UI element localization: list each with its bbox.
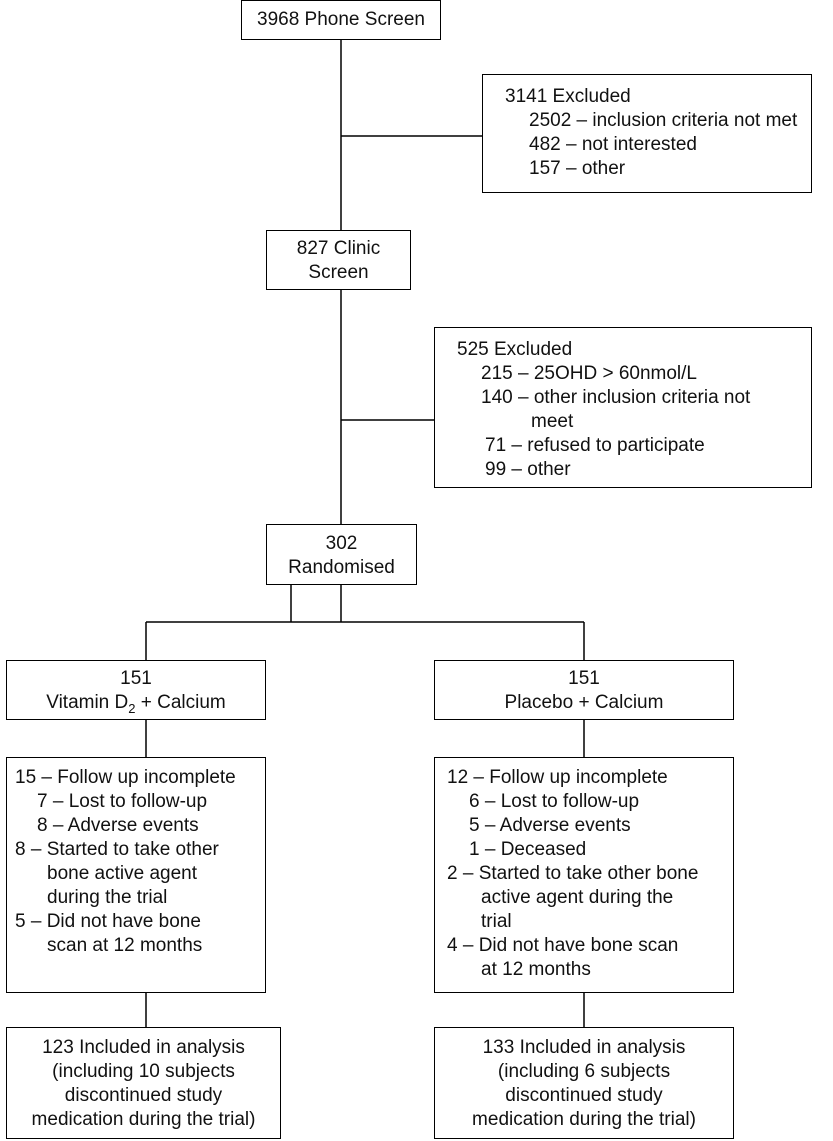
- followup-right-item: trial: [481, 911, 512, 932]
- excluded-clinic-item: 71 – refused to participate: [485, 435, 705, 456]
- excluded-phone-title: 3141 Excluded: [505, 86, 631, 107]
- followup-left-item: 15 – Follow up incomplete: [15, 767, 236, 788]
- analysis-right-line: discontinued study: [505, 1085, 663, 1106]
- excluded-phone-item: 157 – other: [529, 158, 626, 179]
- excluded-clinic-item: 140 – other inclusion criteria not: [481, 387, 751, 408]
- followup-right-item: 5 – Adverse events: [469, 815, 631, 836]
- excluded-clinic-item: 215 – 25OHD > 60nmol/L: [481, 363, 697, 384]
- analysis-right-line: 133 Included in analysis: [482, 1037, 686, 1058]
- analysis-left-line: (including 10 subjects: [52, 1061, 235, 1082]
- analysis-placebo-box: 133 Included in analysis (including 6 su…: [434, 1027, 734, 1139]
- excluded-phone-item: 482 – not interested: [529, 134, 697, 155]
- followup-vitamin-d-box: 15 – Follow up incomplete 7 – Lost to fo…: [6, 757, 266, 993]
- excluded-clinic-item: meet: [531, 411, 574, 432]
- arm-placebo-box: 151 Placebo + Calcium: [434, 660, 734, 720]
- followup-left-item: 5 – Did not have bone: [15, 911, 201, 932]
- phone-screen-box: 3968 Phone Screen: [241, 0, 441, 40]
- phone-screen-label: 3968 Phone Screen: [257, 9, 425, 30]
- analysis-left-line: 123 Included in analysis: [42, 1037, 245, 1058]
- randomised-box: 302 Randomised: [266, 524, 417, 585]
- followup-right-item: 12 – Follow up incomplete: [447, 767, 668, 788]
- clinic-screen-line: Screen: [308, 262, 369, 283]
- followup-right-item: 2 – Started to take other bone: [447, 863, 699, 884]
- randomised-count: 302: [325, 533, 358, 554]
- excluded-clinic-box: 525 Excluded 215 – 25OHD > 60nmol/L 140 …: [434, 327, 812, 488]
- clinic-screen-line: 827 Clinic: [296, 238, 381, 259]
- excluded-phone-item: 2502 – inclusion criteria not met: [529, 110, 798, 131]
- excluded-clinic-title: 525 Excluded: [457, 339, 573, 360]
- excluded-clinic-item: 99 – other: [485, 459, 571, 480]
- followup-right-item: 1 – Deceased: [469, 839, 587, 860]
- followup-left-item: 7 – Lost to follow-up: [37, 791, 208, 812]
- arm-vitamin-d-count: 151: [120, 668, 152, 689]
- analysis-right-line: (including 6 subjects: [497, 1061, 671, 1082]
- arm-vitamin-d-label-post: + Calcium: [135, 692, 226, 713]
- followup-left-item: during the trial: [47, 887, 168, 908]
- followup-right-item: 4 – Did not have bone scan: [447, 935, 679, 956]
- analysis-left-line: discontinued study: [64, 1085, 223, 1106]
- arm-vitamin-d-box: 151 Vitamin D2 + Calcium: [6, 660, 266, 720]
- followup-left-item: 8 – Started to take other: [15, 839, 219, 860]
- randomised-label: Randomised: [288, 557, 395, 578]
- arm-placebo-label: Placebo + Calcium: [504, 692, 664, 713]
- analysis-left-line: medication during the trial): [31, 1109, 256, 1130]
- followup-right-item: at 12 months: [481, 959, 591, 980]
- followup-placebo-box: 12 – Follow up incomplete 6 – Lost to fo…: [434, 757, 734, 993]
- excluded-phone-box: 3141 Excluded 2502 – inclusion criteria …: [482, 74, 812, 193]
- followup-left-item: scan at 12 months: [47, 935, 203, 956]
- followup-right-item: active agent during the: [481, 887, 674, 908]
- analysis-right-line: medication during the trial): [472, 1109, 696, 1130]
- followup-left-item: 8 – Adverse events: [37, 815, 199, 836]
- arm-placebo-count: 151: [568, 668, 600, 689]
- arm-vitamin-d-label-sub: 2: [128, 700, 136, 716]
- arm-vitamin-d-label: Vitamin D2 + Calcium: [7, 691, 265, 715]
- followup-right-item: 6 – Lost to follow-up: [469, 791, 640, 812]
- followup-left-item: bone active agent: [47, 863, 198, 884]
- analysis-vitamin-d-box: 123 Included in analysis (including 10 s…: [6, 1027, 281, 1139]
- arm-vitamin-d-label-pre: Vitamin D: [46, 692, 129, 713]
- clinic-screen-box: 827 Clinic Screen: [266, 230, 411, 290]
